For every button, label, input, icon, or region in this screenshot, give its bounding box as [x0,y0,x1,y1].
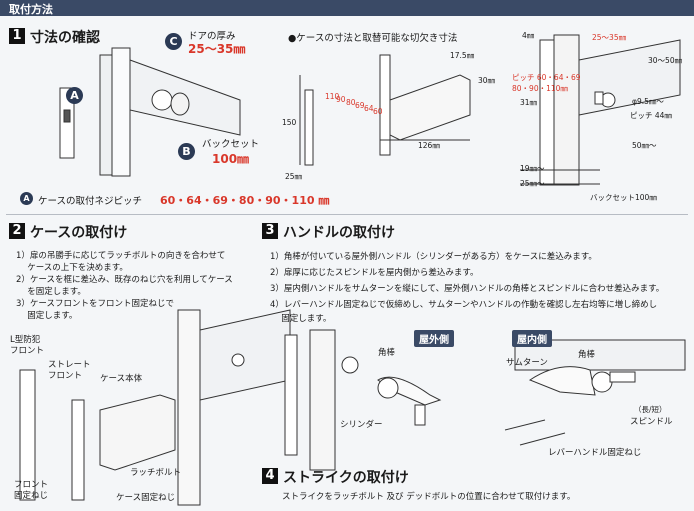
header-title: 取付方法 [9,3,53,16]
square-bar-label: 角棒 [378,348,396,358]
dim-80: 80 [346,98,356,107]
door-stile [111,47,131,177]
dim-60: 60 [373,107,383,116]
thumbturn-label: サムターン [506,358,548,368]
section4-title: ストライクの取付け [283,470,409,486]
section1-title: 寸法の確認 [30,30,100,46]
dim-17-5: 17.5㎜ [450,51,475,60]
front-screw-label: フロント [14,480,49,490]
cutout-50: 50㎜～ [632,141,657,150]
section2-step: 3）ケースフロントをフロント固定ねじで [16,299,174,309]
case-body [389,74,471,141]
dim-25: 25㎜ [285,172,303,181]
section4-text: ストライクをラッチボルト 及び デッドボルトの位置に合わせて取付けます。 [282,492,576,502]
knob-rosette [151,89,173,111]
backset-label: バックセット [202,139,260,150]
backset-value: 100㎜ [212,152,250,166]
case-dims-title: ●ケースの寸法と取替可能な切欠き寸法 [288,33,458,44]
lever-screw-label: レバーハンドル固定ねじ [548,448,642,458]
cutout-25: 25㎜～ [520,179,545,188]
cutout-30-50: 30～50㎜ [648,56,683,65]
indoor-tag: 屋内側 [512,330,552,347]
section3-step: 1）角棒が付いている屋外側ハンドル（シリンダーがある方）をケースに差込みます。 [270,252,597,262]
section4-number: 4 [262,468,278,484]
door-frame [99,54,113,176]
dim-69: 69 [355,101,365,110]
case-body-drawing [99,394,176,471]
label-c: C [165,33,182,50]
label-a: A [66,87,83,104]
long-short-label: （長/短） [634,405,667,414]
cutout-pitch44: ピッチ 44㎜ [630,111,672,120]
latch-hole [63,109,71,123]
straight-label2: フロント [48,371,83,381]
knob [170,92,190,116]
section2-step: ケースの上下を決めます。 [16,263,128,273]
spindle-label: スピンドル [630,417,673,427]
cylinder-label: シリンダー [340,420,383,430]
section2-step: 1）扉の吊勝手に応じてラッチボルトの向きを合わせて [16,251,226,261]
dim-150: 150 [282,118,297,127]
case-screw-label: ケース固定ねじ [116,493,176,503]
cutout-4: 4㎜ [522,31,535,40]
section2-step: 2）ケースを框に差込み、既存のねじ穴を利用してケース [16,275,233,285]
section2-number: 2 [9,223,25,239]
door-thickness-value: 25～35㎜ [188,42,246,56]
l-front-label2: フロント [10,346,45,356]
cutout-19: 19㎜～ [520,164,545,173]
section3-number: 3 [262,223,278,239]
cutout-pitch2: 80・90・110㎜ [512,84,568,93]
section3-title: ハンドルの取付け [283,225,395,241]
outdoor-tag: 屋外側 [414,330,454,347]
dim-110: 110 [325,92,340,101]
l-front-drawing [19,369,36,501]
section1-number: 1 [9,28,25,44]
straight-front-drawing [71,399,85,501]
pitch-label: ケースの取付ネジピッチ [38,196,143,207]
cutout-9-5: φ9.5㎜～ [632,97,664,106]
case-body-label: ケース本体 [100,374,143,384]
square-bar2-label: 角棒 [578,350,596,360]
section2-step: を固定します。 [16,287,86,297]
cutout-pitch: ピッチ 60・64・69 [512,73,581,82]
section2-step: 固定します。 [16,311,78,321]
door-thickness-label: ドアの厚み [188,31,236,42]
pitch-values: 60・64・69・80・90・110 ㎜ [160,194,330,207]
dim-30: 30㎜ [478,76,496,85]
cutout-31: 31㎜ [520,98,538,107]
label-b: B [178,143,195,160]
stile-drawing [177,309,201,506]
header-bar: 取付方法 [0,0,694,16]
section3-step: 4）レバーハンドル固定ねじで仮締めし、サムターンやハンドルの作動を確認し左右均等… [270,300,658,310]
dim-64: 64 [364,104,374,113]
cutout-backset: バックセット100㎜ [590,193,657,202]
label-a-small: A [20,192,33,205]
l-front-label: L型防犯 [10,335,41,345]
latch-label: ラッチボルト [130,468,182,478]
dim-126: 126㎜ [418,141,440,150]
section3-step: 3）屋内側ハンドルをサムターンを縦にして、屋外側ハンドルの角棒とスピンドルに合わ… [270,284,665,294]
cutout-25-35: 25～35㎜ [592,33,627,42]
section3-step: 固定します。 [270,314,332,324]
section3-step: 2）扉厚に応じたスピンドルを屋内側から差込みます。 [270,268,479,278]
front-screw-label2: 固定ねじ [14,491,49,501]
front-plate [59,87,75,159]
divider [6,214,688,215]
section2-title: ケースの取付け [30,225,128,241]
case-front-plate [304,89,314,166]
dim-90: 90 [336,95,346,104]
straight-label: ストレート [48,360,91,370]
